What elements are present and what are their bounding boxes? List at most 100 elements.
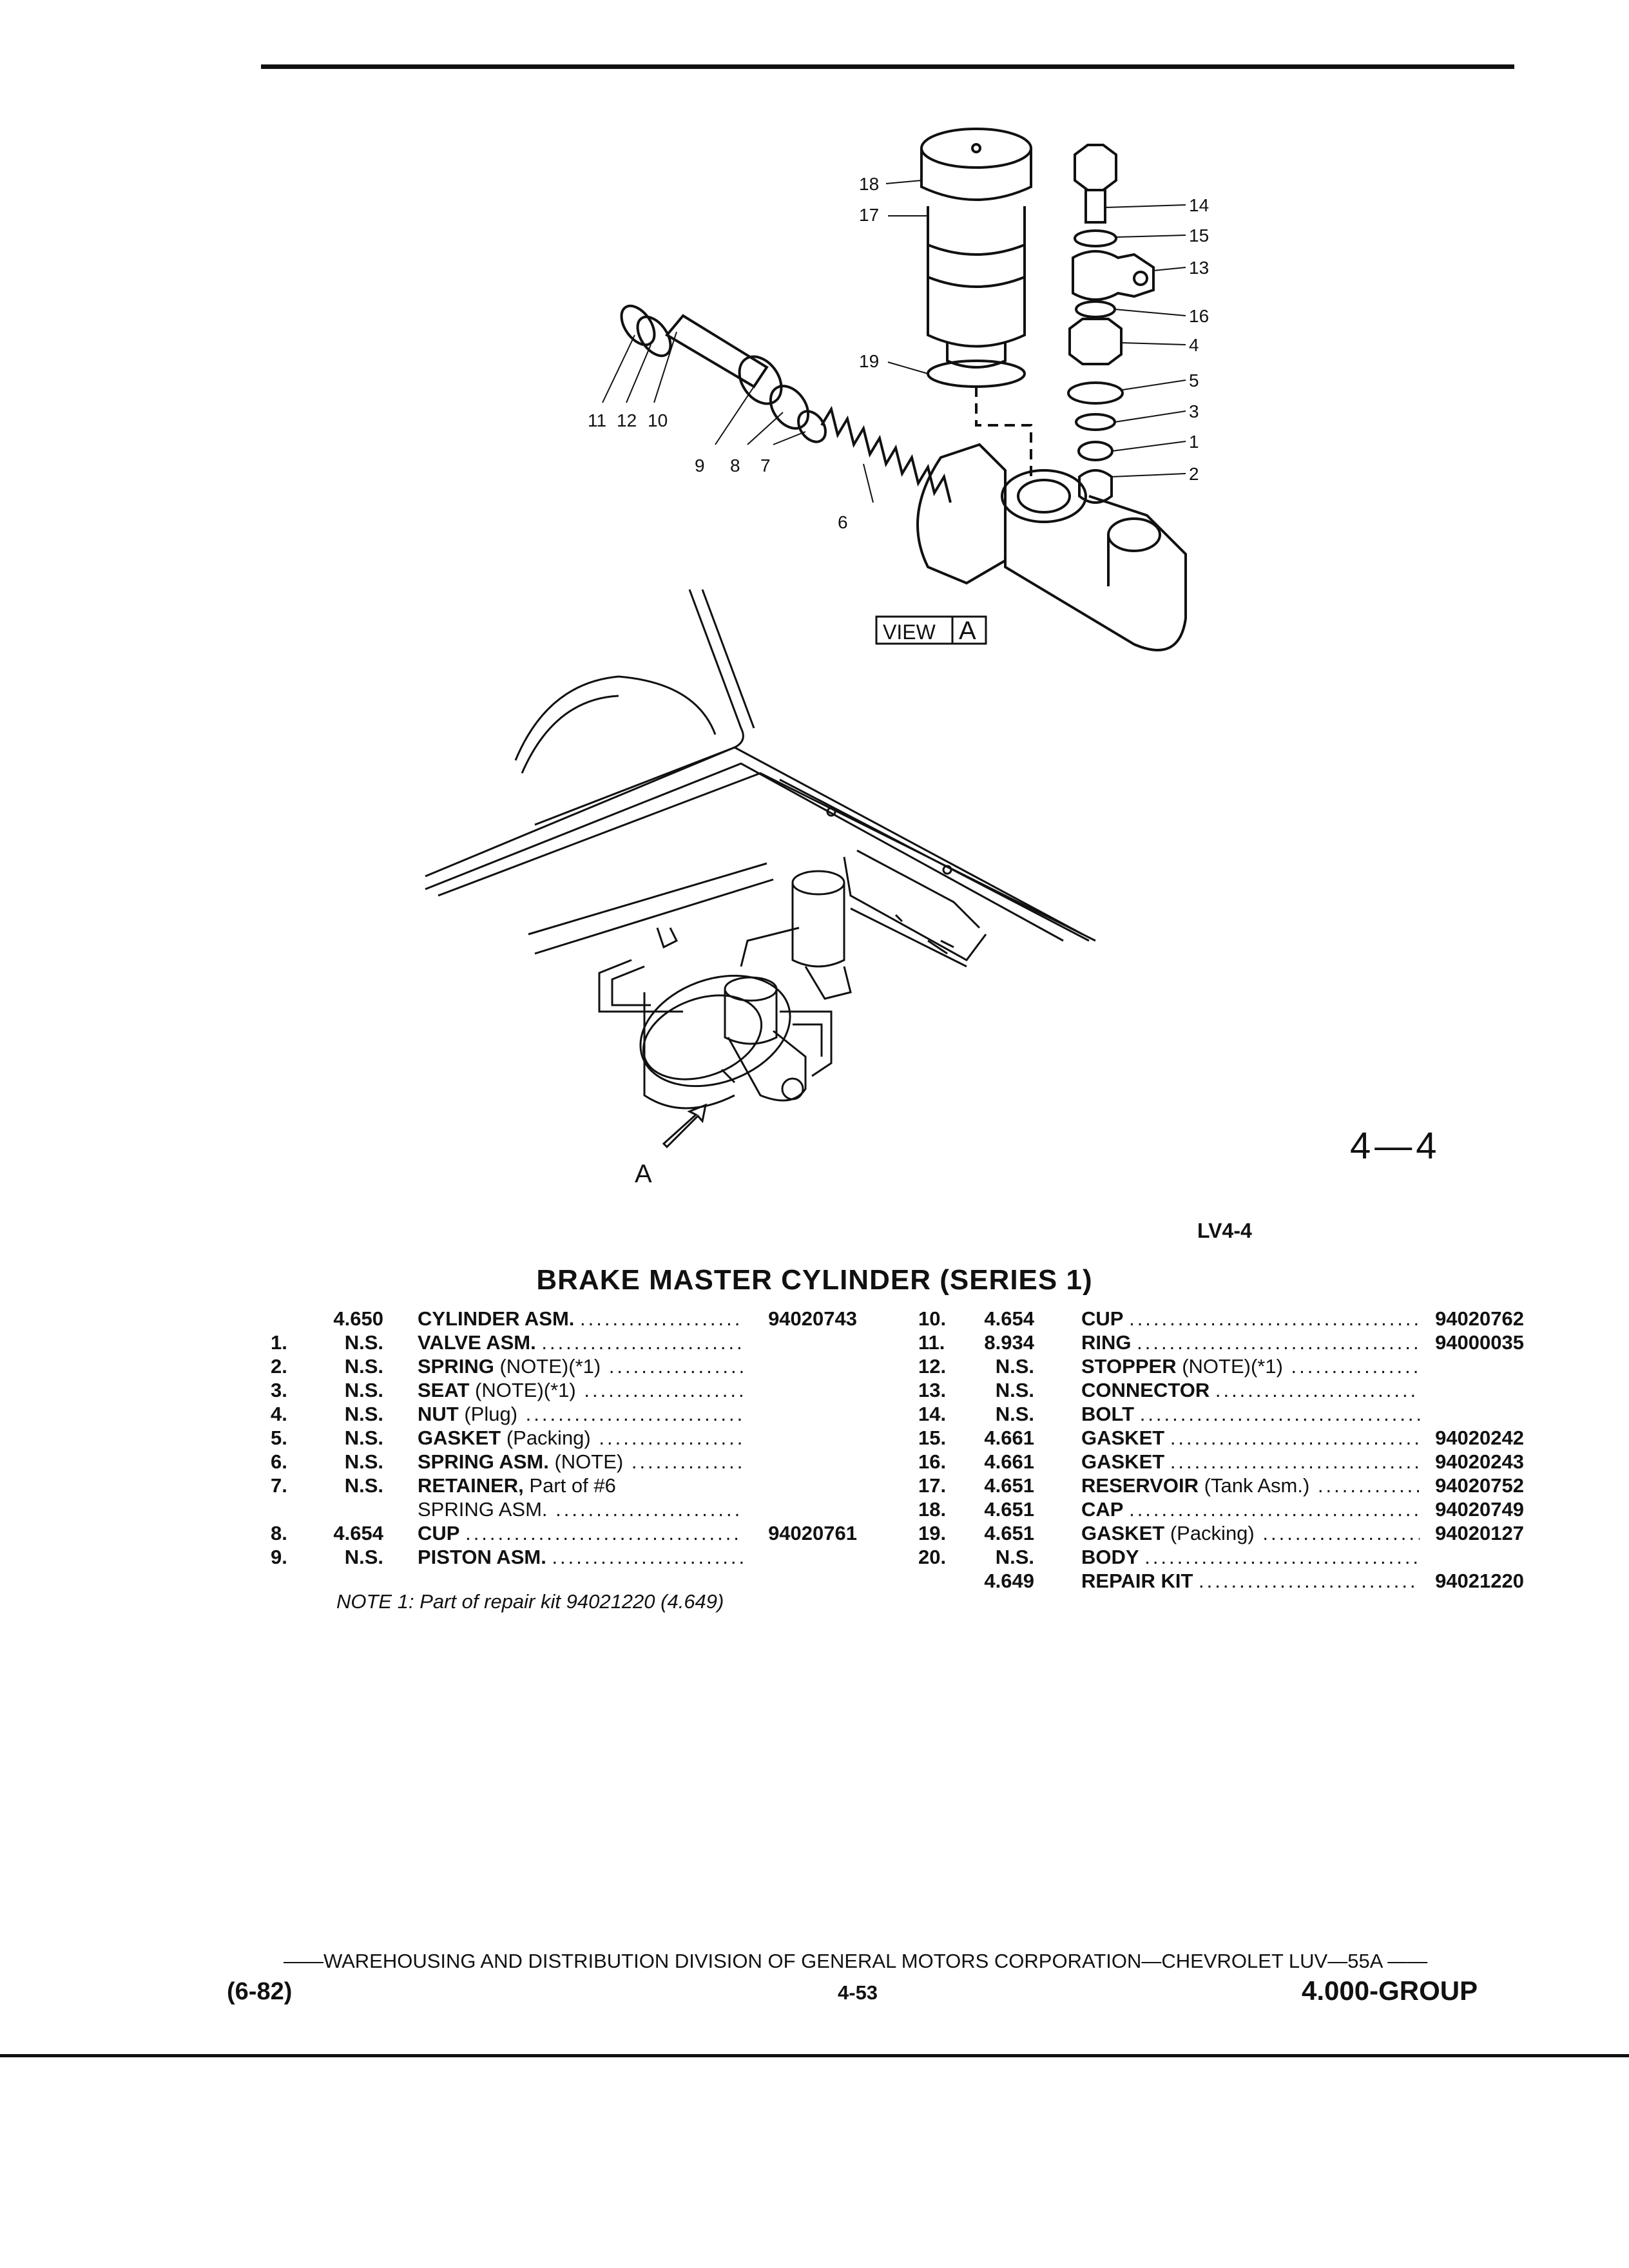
part-name: CUP <box>1081 1307 1124 1330</box>
callout-11: 11 <box>588 410 606 430</box>
part-description: RETAINER, Part of #6 <box>418 1474 743 1497</box>
part-index: 3. <box>271 1379 287 1401</box>
part-detail: (Tank Asm.) <box>1204 1474 1310 1497</box>
part-description: CUP ....................................… <box>1081 1307 1420 1331</box>
part-description: PISTON ASM. ............................… <box>418 1545 743 1569</box>
callout-7: 7 <box>760 456 771 476</box>
part-row: 3.N.S.SEAT (NOTE)(*1) ..................… <box>271 1378 863 1402</box>
part-index: 15. <box>918 1427 947 1449</box>
dot-leader: ........................................… <box>584 1379 743 1401</box>
callout-9: 9 <box>695 456 705 476</box>
part-description: RESERVOIR (Tank Asm.) ..................… <box>1081 1474 1420 1497</box>
part-number: 94000035 <box>1435 1331 1524 1354</box>
callout-3: 3 <box>1189 401 1199 421</box>
part-description: GASKET .................................… <box>1081 1426 1420 1450</box>
dot-leader: ........................................… <box>525 1403 743 1425</box>
part-index: 14. <box>918 1403 947 1425</box>
part-name: REPAIR KIT <box>1081 1570 1193 1592</box>
part-name: BOLT <box>1081 1403 1135 1425</box>
dot-leader: ........................................… <box>1144 1546 1420 1568</box>
part-row: 4.650 CYLINDER ASM. .....................… <box>271 1307 863 1331</box>
dot-leader: ........................................… <box>1262 1522 1420 1544</box>
part-row: 20.N.S.BODY ............................… <box>918 1545 1524 1569</box>
part-index: 2. <box>271 1355 287 1378</box>
part-name: STOPPER <box>1081 1355 1177 1378</box>
part-index: 1. <box>271 1331 287 1354</box>
engine-bay-drawing <box>425 589 1096 1110</box>
callout-5: 5 <box>1189 370 1199 390</box>
part-row: 5.N.S.GASKET (Packing) .................… <box>271 1426 863 1450</box>
part-name: PISTON ASM. <box>418 1546 546 1568</box>
part-group: 4.650 <box>333 1307 383 1330</box>
part-row: 14.N.S.BOLT ............................… <box>918 1402 1524 1426</box>
dot-leader: ........................................… <box>1199 1570 1420 1592</box>
part-description: SPRING ASM. ............................… <box>418 1497 743 1521</box>
callout-14: 14 <box>1189 195 1209 215</box>
callout-18: 18 <box>859 174 879 194</box>
part-name: BODY <box>1081 1546 1139 1568</box>
top-rule <box>261 64 1514 69</box>
part-name: RETAINER, <box>418 1474 524 1497</box>
part-group: N.S. <box>344 1379 383 1401</box>
dashed-guide <box>975 387 1032 483</box>
part-name: CAP <box>1081 1498 1124 1521</box>
part-detail: (Packing) <box>1170 1522 1255 1544</box>
figure-number: 4—4 <box>1350 1125 1441 1167</box>
part-group: N.S. <box>995 1379 1034 1401</box>
dot-leader: ........................................… <box>1139 1403 1420 1425</box>
part-description: CAP ....................................… <box>1081 1497 1420 1521</box>
part-description: BOLT ...................................… <box>1081 1402 1420 1426</box>
leader-lines <box>602 180 1186 503</box>
part-index: 7. <box>271 1474 287 1497</box>
part-detail: SPRING ASM. <box>418 1498 548 1521</box>
part-description: NUT (Plug) .............................… <box>418 1402 743 1426</box>
part-group: N.S. <box>344 1355 383 1378</box>
part-number: 94020749 <box>1435 1498 1524 1521</box>
dot-leader: ........................................… <box>1129 1307 1420 1330</box>
callout-4: 4 <box>1189 335 1199 355</box>
part-row: 6.N.S.SPRING ASM. (NOTE) ...............… <box>271 1450 863 1474</box>
footer-group: 4.000-GROUP <box>1302 1975 1478 2006</box>
part-name: VALVE ASM. <box>418 1331 536 1354</box>
part-number: 94020743 <box>768 1307 857 1330</box>
arrow-letter: A <box>635 1160 652 1188</box>
part-group: N.S. <box>344 1427 383 1449</box>
part-group: 4.651 <box>984 1474 1034 1497</box>
part-row: 4.N.S.NUT (Plug) .......................… <box>271 1402 863 1426</box>
part-detail: (NOTE)(*1) <box>499 1355 601 1378</box>
part-row: 9.N.S.PISTON ASM. ......................… <box>271 1545 863 1569</box>
dot-leader: ........................................… <box>1129 1498 1420 1521</box>
part-group: N.S. <box>995 1355 1034 1378</box>
part-index: 12. <box>918 1355 947 1378</box>
part-group: N.S. <box>344 1331 383 1354</box>
part-group: 8.934 <box>984 1331 1034 1354</box>
part-description: RING ...................................… <box>1081 1331 1420 1354</box>
part-description: CYLINDER ASM. ..........................… <box>418 1307 743 1331</box>
part-description: VALVE ASM. .............................… <box>418 1331 743 1354</box>
dot-leader: ........................................… <box>1317 1474 1420 1497</box>
part-name: SEAT <box>418 1379 470 1401</box>
part-number: 94020761 <box>768 1522 857 1544</box>
dot-leader: ........................................… <box>1215 1379 1420 1401</box>
part-group: 4.661 <box>984 1450 1034 1473</box>
part-description: SPRING ASM. (NOTE) .....................… <box>418 1450 743 1474</box>
callout-10: 10 <box>648 410 668 430</box>
master-cylinder-diagram: VIEW A <box>425 128 1209 1188</box>
part-name: GASKET <box>418 1427 501 1449</box>
reservoir-tank <box>927 206 1026 369</box>
part-name: GASKET <box>1081 1427 1165 1449</box>
callout-8: 8 <box>730 456 740 476</box>
dot-leader: ........................................… <box>1137 1331 1420 1354</box>
view-a-box <box>875 615 987 645</box>
part-index: 17. <box>918 1474 947 1497</box>
part-group: N.S. <box>344 1450 383 1473</box>
dot-leader: ........................................… <box>552 1546 743 1568</box>
figure-code: LV4-4 <box>1197 1219 1252 1242</box>
part-name: SPRING ASM. <box>418 1450 549 1473</box>
reservoir-cap <box>920 128 1032 201</box>
